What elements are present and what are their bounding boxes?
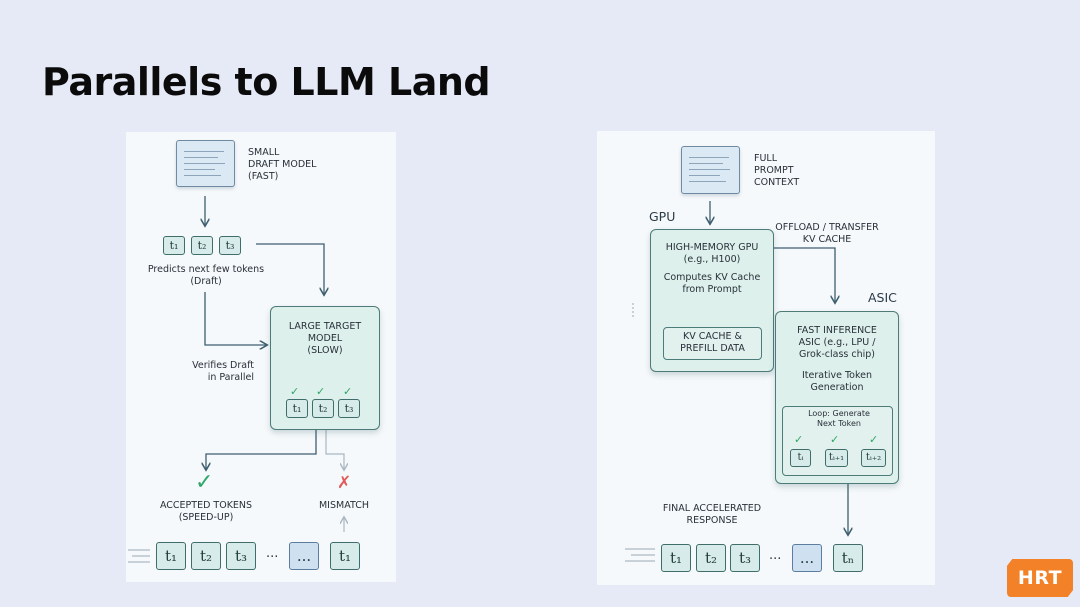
slide-title: Parallels to LLM Land xyxy=(42,60,491,104)
draft-token: t₃ xyxy=(219,236,241,255)
predicts-label: Predicts next few tokens (Draft) xyxy=(147,264,265,287)
speculative-decoding-panel: SMALL DRAFT MODEL (FAST) t₁ t₂ t₃ Predic… xyxy=(126,132,396,582)
asic-description: Iterative Token Generation xyxy=(802,370,872,393)
draft-token: t₁ xyxy=(163,236,185,255)
loop-token: tᵢ₊₁ xyxy=(825,449,848,467)
output-token: t₃ xyxy=(730,544,760,572)
asic-section-label: ASIC xyxy=(868,290,897,305)
output-token: t₃ xyxy=(226,542,256,570)
target-model-label: LARGE TARGET MODEL (SLOW) xyxy=(288,321,362,356)
ellipsis: ... xyxy=(266,546,279,561)
ellipsis: ... xyxy=(769,548,782,563)
output-token: t₁ xyxy=(661,544,691,572)
gpu-title: HIGH-MEMORY GPU (e.g., H100) xyxy=(665,242,759,265)
prompt-label: FULL PROMPT CONTEXT xyxy=(754,153,800,188)
output-token: t₁ xyxy=(330,542,360,570)
check-icon: ✓ xyxy=(343,385,353,398)
check-icon: ✓ xyxy=(830,433,840,446)
draft-model-label: SMALL DRAFT MODEL (FAST) xyxy=(248,147,317,182)
loop-label: Loop: Generate Next Token xyxy=(808,409,870,428)
check-icon: ✓ xyxy=(316,385,326,398)
verify-token: t₁ xyxy=(286,399,308,418)
gpu-description: Computes KV Cache from Prompt xyxy=(663,272,761,295)
prompt-document-icon xyxy=(681,146,740,194)
output-token: tₙ xyxy=(833,544,863,572)
check-icon: ✓ xyxy=(794,433,804,446)
verifies-label: Verifies Draft in Parallel xyxy=(192,360,254,383)
check-icon: ✓ xyxy=(290,385,300,398)
output-token: t₂ xyxy=(191,542,221,570)
mismatch-label: MISMATCH xyxy=(318,500,369,511)
draft-model-document-icon xyxy=(176,140,235,187)
loop-token: tᵢ₊₂ xyxy=(861,449,886,467)
output-token: t₂ xyxy=(696,544,726,572)
hrt-logo: HRT xyxy=(1007,559,1073,597)
check-icon: ✓ xyxy=(195,470,214,495)
gpu-box: HIGH-MEMORY GPU (e.g., H100) Computes KV… xyxy=(650,229,774,372)
gpu-asic-panel: FULL PROMPT CONTEXT GPU OFFLOAD / TRANSF… xyxy=(597,131,935,585)
cross-icon: ✗ xyxy=(337,473,352,493)
kv-cache-label: KV CACHE & PREFILL DATA xyxy=(680,331,745,354)
output-token: ... xyxy=(289,542,319,570)
kv-cache-box: KV CACHE & PREFILL DATA xyxy=(663,327,762,360)
draft-token: t₂ xyxy=(191,236,213,255)
verify-token: t₃ xyxy=(338,399,360,418)
output-token: t₁ xyxy=(156,542,186,570)
gpu-section-label: GPU xyxy=(649,209,676,224)
loop-token: tᵢ xyxy=(790,449,811,467)
final-response-label: FINAL ACCELERATED RESPONSE xyxy=(662,503,762,526)
verify-token: t₂ xyxy=(312,399,334,418)
check-icon: ✓ xyxy=(869,433,879,446)
offload-label: OFFLOAD / TRANSFER KV CACHE xyxy=(775,222,879,245)
accepted-label: ACCEPTED TOKENS (SPEED-UP) xyxy=(159,500,253,523)
asic-title: FAST INFERENCE ASIC (e.g., LPU / Grok-cl… xyxy=(797,325,877,360)
output-token: ... xyxy=(792,544,822,572)
